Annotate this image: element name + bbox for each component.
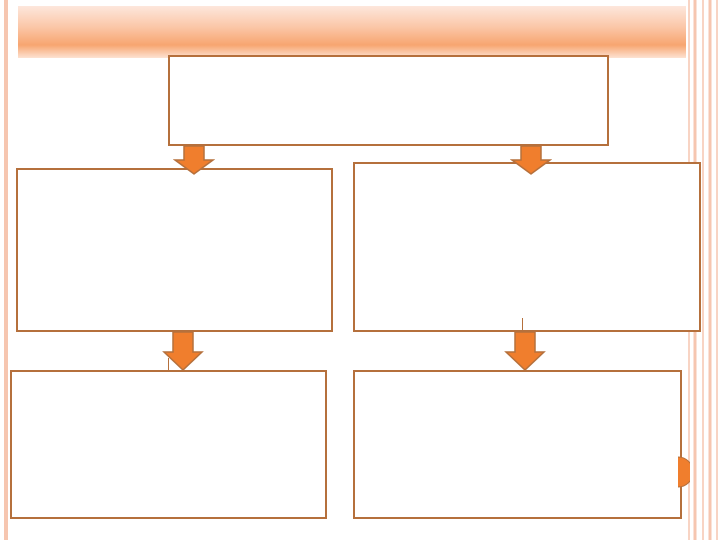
down-arrow-icon [173,145,215,175]
mid-left-box [16,168,333,332]
title-banner [18,6,686,58]
down-arrow-icon [510,145,552,175]
left-decor-stripe [4,0,8,540]
connector-line [168,358,169,370]
mid-right-box [353,162,701,332]
right-decor-stripes [688,0,718,540]
down-arrow-icon [162,331,204,371]
down-arrow-icon [504,331,546,371]
top-box [168,55,609,146]
bottom-left-box [10,370,327,519]
bottom-right-box [353,370,682,519]
connector-line [522,318,523,332]
decor-circle [678,456,690,488]
